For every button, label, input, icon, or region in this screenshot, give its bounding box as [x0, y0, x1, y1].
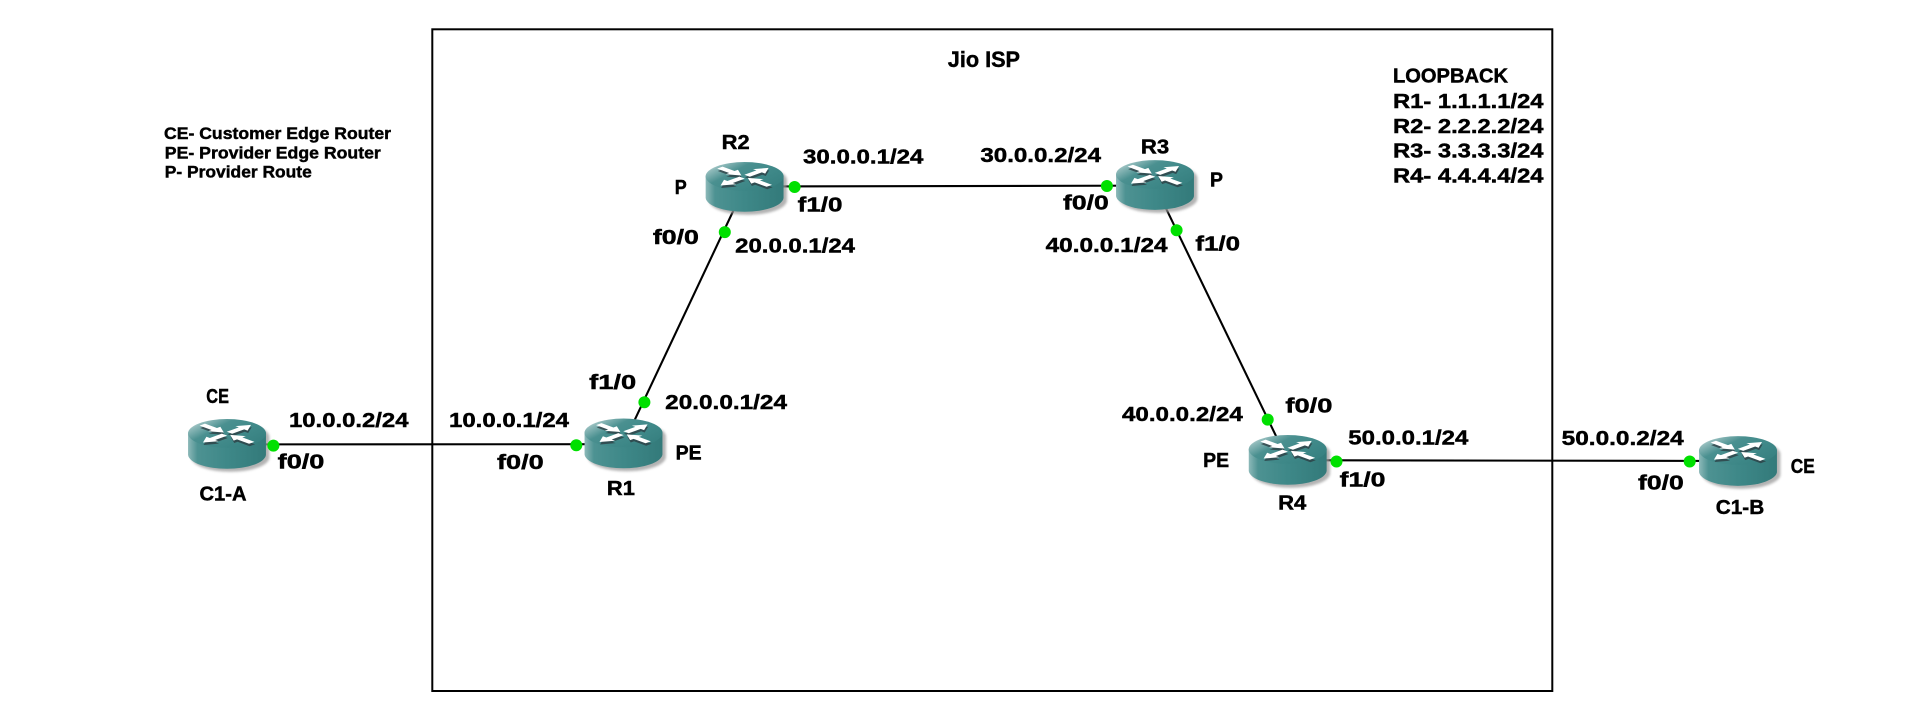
svg-text:PE- Provider Edge Router: PE- Provider Edge Router	[165, 144, 381, 163]
svg-text:C1-B: C1-B	[1716, 497, 1764, 519]
svg-text:50.0.0.2/24: 50.0.0.2/24	[1562, 428, 1685, 450]
svg-text:PE: PE	[676, 443, 702, 465]
svg-text:R2- 2.2.2.2/24: R2- 2.2.2.2/24	[1393, 116, 1545, 138]
svg-text:f1/0: f1/0	[589, 372, 636, 394]
svg-text:R3- 3.3.3.3/24: R3- 3.3.3.3/24	[1393, 141, 1545, 163]
svg-text:R1: R1	[607, 478, 635, 500]
svg-text:Jio ISP: Jio ISP	[948, 47, 1020, 72]
svg-text:R2: R2	[722, 132, 750, 154]
svg-text:f0/0: f0/0	[497, 452, 544, 474]
svg-text:f0/0: f0/0	[653, 227, 699, 249]
svg-text:CE: CE	[206, 386, 229, 408]
svg-text:40.0.0.2/24: 40.0.0.2/24	[1122, 404, 1244, 426]
svg-text:LOOPBACK: LOOPBACK	[1393, 66, 1509, 88]
svg-text:C1-A: C1-A	[200, 484, 247, 506]
svg-text:30.0.0.1/24: 30.0.0.1/24	[803, 146, 924, 168]
svg-text:P: P	[675, 177, 687, 199]
svg-text:P: P	[1210, 169, 1223, 191]
svg-text:10.0.0.1/24: 10.0.0.1/24	[449, 410, 570, 432]
svg-text:20.0.0.1/24: 20.0.0.1/24	[735, 235, 856, 257]
svg-text:R1- 1.1.1.1/24: R1- 1.1.1.1/24	[1393, 91, 1545, 113]
svg-text:R3: R3	[1141, 137, 1169, 159]
svg-text:20.0.0.1/24: 20.0.0.1/24	[665, 392, 788, 414]
svg-text:50.0.0.1/24: 50.0.0.1/24	[1348, 428, 1469, 450]
svg-text:f0/0: f0/0	[1063, 192, 1109, 214]
svg-text:CE- Customer Edge Router: CE- Customer Edge Router	[164, 124, 391, 143]
svg-text:40.0.0.1/24: 40.0.0.1/24	[1046, 235, 1169, 257]
svg-text:PE: PE	[1203, 450, 1229, 472]
svg-text:f1/0: f1/0	[1195, 234, 1240, 256]
svg-text:10.0.0.2/24: 10.0.0.2/24	[289, 410, 410, 432]
svg-text:30.0.0.2/24: 30.0.0.2/24	[980, 145, 1102, 167]
svg-text:CE: CE	[1791, 456, 1815, 478]
svg-text:f1/0: f1/0	[1340, 470, 1386, 492]
svg-text:f1/0: f1/0	[798, 195, 843, 217]
svg-text:P- Provider Route: P- Provider Route	[165, 163, 312, 182]
svg-text:R4- 4.4.4.4/24: R4- 4.4.4.4/24	[1393, 166, 1545, 188]
svg-text:f0/0: f0/0	[278, 452, 325, 474]
svg-text:R4: R4	[1278, 493, 1307, 515]
svg-text:f0/0: f0/0	[1285, 395, 1332, 417]
svg-text:f0/0: f0/0	[1638, 473, 1684, 495]
